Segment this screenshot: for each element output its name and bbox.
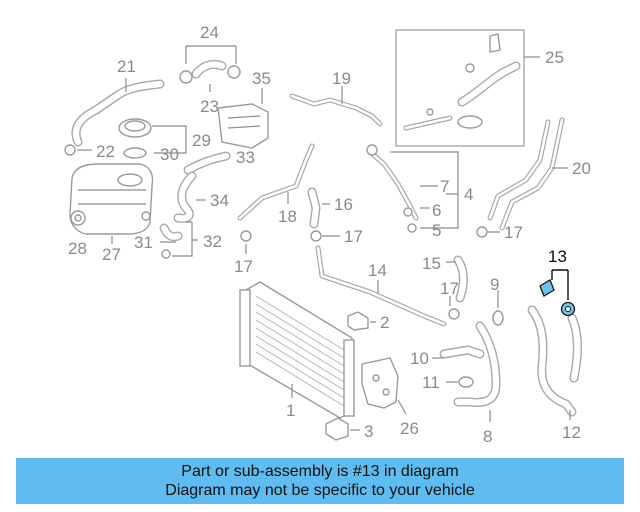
part-14-pipe	[315, 245, 447, 327]
part-4-pipe	[366, 144, 419, 233]
banner-line-2: Diagram may not be specific to your vehi…	[165, 482, 475, 499]
callout-17b: 17	[344, 227, 363, 246]
part-30-seal	[123, 147, 147, 159]
callout-13: 13	[548, 247, 567, 266]
leader-31-32	[160, 221, 198, 257]
part-10-hose	[439, 345, 485, 359]
part-20-pipes	[487, 117, 565, 231]
part-13-highlighted[interactable]	[539, 279, 576, 317]
parts-diagram: 21 24 23 35 29 30 22 33 27	[64, 23, 591, 446]
part-22-clip	[64, 144, 76, 156]
callout-9: 9	[490, 275, 499, 294]
part-34-hose	[173, 171, 197, 223]
callout-29: 29	[192, 131, 211, 150]
callout-30: 30	[160, 145, 179, 164]
callout-33: 33	[236, 148, 255, 167]
part-21-hose	[71, 79, 165, 147]
part-17-clips	[240, 226, 488, 320]
part-33-hose	[183, 151, 231, 175]
callout-35: 35	[252, 69, 271, 88]
callout-1: 1	[286, 401, 295, 420]
callout-21: 21	[117, 57, 136, 76]
callout-5: 5	[432, 221, 441, 240]
callout-17a: 17	[234, 257, 253, 276]
part-27-expansion-tank	[69, 163, 154, 235]
part-19-pipe	[289, 93, 383, 127]
callout-3: 3	[364, 422, 373, 441]
leader-29-30	[152, 125, 187, 154]
callout-2: 2	[380, 313, 389, 332]
part-31-hose	[159, 223, 183, 259]
callout-22: 22	[96, 142, 115, 161]
callout-8: 8	[483, 427, 492, 446]
part-3-mount	[325, 417, 349, 441]
callout-34: 34	[210, 191, 229, 210]
callout-4: 4	[464, 185, 473, 204]
callout-31: 31	[134, 233, 153, 252]
part-12-hose	[527, 305, 582, 417]
part-16-hose	[307, 187, 321, 229]
part-28-sensor	[70, 210, 86, 226]
callout-18: 18	[278, 207, 297, 226]
part-35-tank	[217, 103, 269, 149]
callout-26: 26	[400, 419, 419, 438]
callout-19: 19	[332, 69, 351, 88]
callout-10: 10	[410, 349, 429, 368]
part-11-clip	[458, 376, 474, 388]
leader-24	[185, 45, 237, 92]
callout-14: 14	[368, 261, 387, 280]
part-9-clip	[492, 310, 504, 326]
leader-17	[245, 231, 500, 306]
callout-16: 16	[334, 195, 353, 214]
part-23-hose	[179, 59, 241, 84]
callout-6: 6	[432, 201, 441, 220]
callout-11: 11	[422, 373, 440, 392]
leader-13	[551, 269, 569, 300]
callout-12: 12	[562, 423, 581, 442]
leader-4-7	[390, 151, 459, 229]
callout-20: 20	[572, 159, 591, 178]
banner-line-1: Part or sub-assembly is #13 in diagram	[181, 463, 459, 480]
callout-27: 27	[102, 245, 121, 264]
part-26-bracket	[361, 357, 399, 409]
part-2-bracket	[347, 311, 369, 331]
info-banner: Part or sub-assembly is #13 in diagram D…	[16, 458, 624, 504]
callout-28: 28	[68, 239, 87, 258]
part-29-cap	[118, 118, 152, 138]
leader-26	[397, 399, 407, 415]
callout-25: 25	[545, 48, 564, 67]
part-1-radiator	[239, 281, 355, 419]
part-15-hose	[453, 255, 468, 303]
callout-15: 15	[422, 254, 441, 273]
callout-23: 23	[200, 97, 219, 116]
callout-24: 24	[200, 23, 219, 42]
callout-17c: 17	[440, 279, 459, 298]
callout-32: 32	[203, 232, 222, 251]
callout-17d: 17	[504, 223, 523, 242]
part-8-hose	[453, 321, 501, 407]
part-25-assembly-box	[395, 29, 525, 147]
callout-7: 7	[440, 177, 449, 196]
part-18-pipe	[237, 143, 315, 221]
